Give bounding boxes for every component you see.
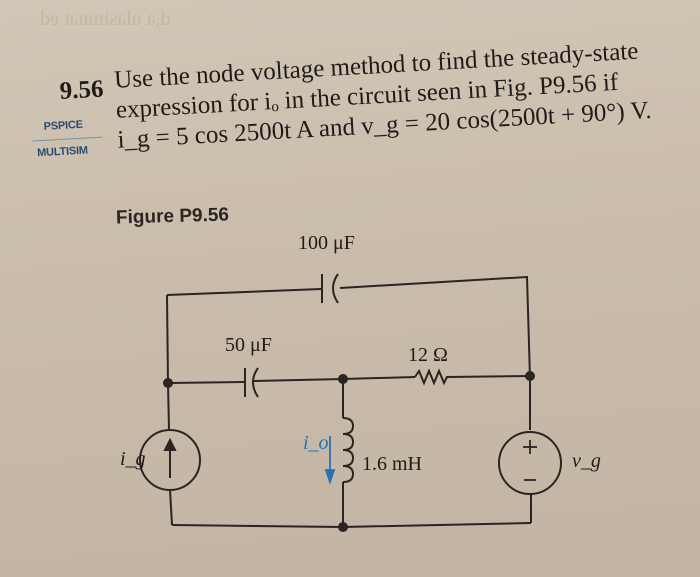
resistor-label: 12 Ω bbox=[408, 344, 448, 366]
output-current-label: i_o bbox=[303, 432, 329, 454]
current-source-label: i_g bbox=[120, 448, 146, 470]
inductor-label: 1.6 mH bbox=[362, 453, 422, 475]
capacitor-50uf-label: 50 μF bbox=[225, 334, 272, 356]
voltage-source-label: v_g bbox=[572, 450, 601, 472]
top-wire-right bbox=[339, 275, 531, 379]
capacitor-100uf-label: 100 μF bbox=[298, 232, 355, 254]
top-wire-left bbox=[166, 288, 322, 296]
